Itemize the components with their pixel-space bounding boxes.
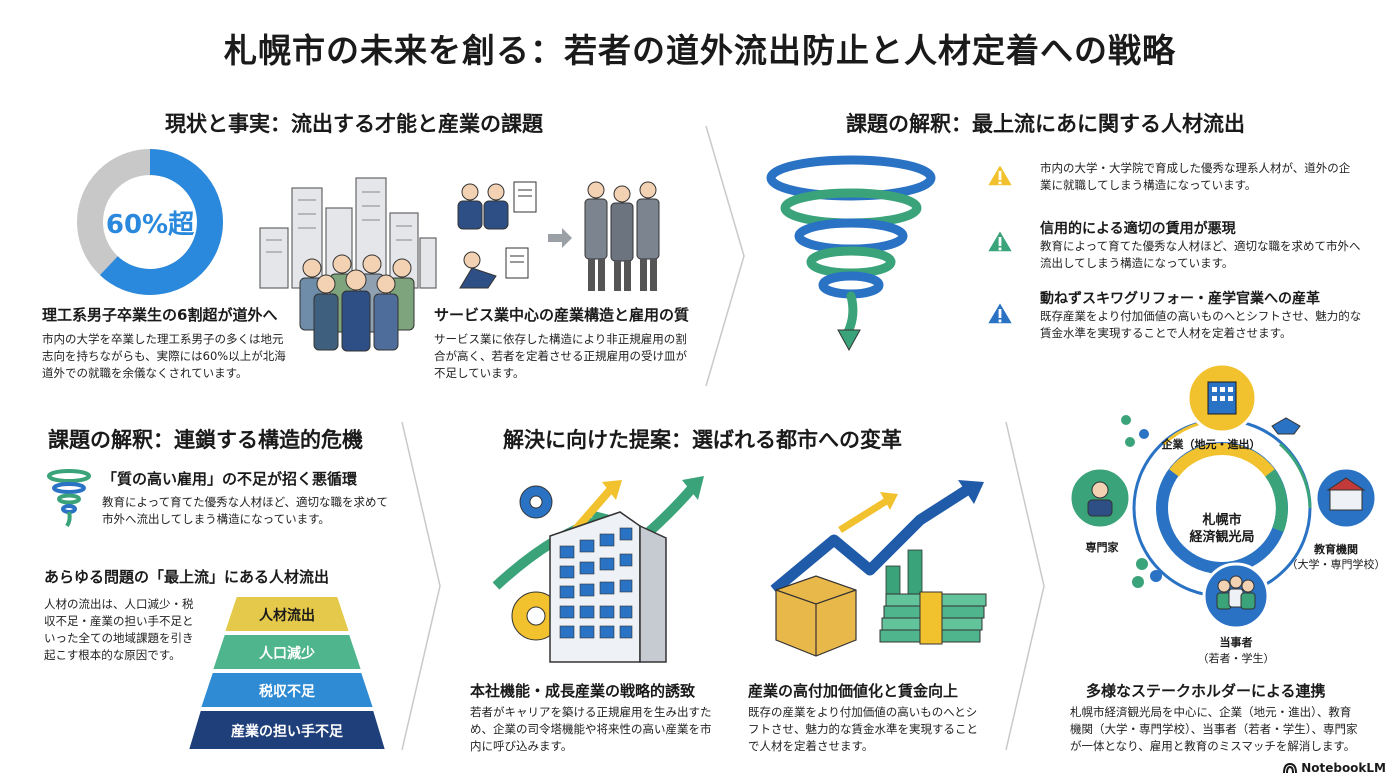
value-heading: 産業の高付加価値化と賃金向上 <box>748 682 959 700</box>
stat-heading: 理工系男子卒業生の6割超が道外へ <box>42 306 278 324</box>
expert-node <box>1068 466 1132 530</box>
pyramid-level-3 <box>198 671 376 709</box>
notebooklm-icon <box>1283 762 1298 774</box>
stakeholder-body: 札幌市経済観光局を中心に、企業（地元・進出）、教育機関（大学・専門学校）、当事者… <box>1070 705 1358 753</box>
arrow-right-icon <box>548 228 572 248</box>
cycle-body: 教育によって育てた優秀な人材ほど、適切な職を求めて市外へ流出してしまう構造になっ… <box>102 495 389 526</box>
warning-icon <box>986 300 1014 325</box>
upstream-heading: あらゆる問題の「最上流」にある人材流出 <box>44 568 330 586</box>
tornado-illustration <box>766 155 936 352</box>
handshake-icon <box>1271 417 1301 435</box>
warning-icon <box>986 228 1014 253</box>
stakeholder-label-2: （若者・学生） <box>1197 652 1275 665</box>
donut-value: 60%超 <box>105 210 195 240</box>
hq-heading: 本社機能・成長産業の戦略的誘致 <box>470 682 696 700</box>
hq-growth-illustration <box>492 476 704 663</box>
section4-heading: 解決に向けた提案：選ばれる都市への変革 <box>503 428 902 452</box>
hq-body: 若者がキャリアを築ける正規雇用を生み出すため、企業の司令塔機能や将来性の高い産業… <box>470 705 712 753</box>
company-node <box>1186 362 1258 434</box>
pyramid-label-4: 産業の担い手不足 <box>231 723 344 740</box>
warning-title-3: 動ねずスキワグリフォー・産学官業への産革 <box>1040 291 1320 307</box>
upstream-body: 人材の流出は、人口減少・税収不足・産業の担い手不足といった全ての地域課題を引き起… <box>44 597 194 662</box>
pyramid-label-2: 人口減少 <box>259 645 315 662</box>
value-wage-illustration <box>770 480 987 657</box>
donut-arc <box>77 149 223 295</box>
industry-body: サービス業に依存した構造により非正規雇用の割合が高く、若者を定着させる正規雇用の… <box>434 332 687 380</box>
cycle-heading: 「質の高い雇用」の不足が招く悪循環 <box>102 470 358 488</box>
value-body: 既存の産業をより付加価値の高いものへとシフトさせ、魅力的な賃金水準を実現すること… <box>748 705 978 753</box>
stakeholder-network <box>1068 362 1378 630</box>
section3-heading: 課題の解釈：連鎖する構造的危機 <box>48 428 363 452</box>
industry-heading: サービス業中心の産業構造と雇用の質 <box>434 306 690 324</box>
pyramid-label-1: 人材流出 <box>259 607 315 624</box>
pyramid-level-4 <box>186 709 388 751</box>
stakeholder-node <box>1202 562 1270 630</box>
service-to-regular-illustration <box>457 181 660 291</box>
gear-icon <box>519 485 553 519</box>
problem-pyramid: 人材流出 人口減少 税収不足 産業の担い手不足 <box>186 595 388 751</box>
warning-title-2: 信用的による適切の賃用が悪現 <box>1040 221 1236 237</box>
donut-chart <box>77 149 223 295</box>
small-tornado-icon <box>47 469 91 528</box>
city-workers-illustration <box>259 177 437 352</box>
center-label-2: 経済観光局 <box>1189 530 1255 545</box>
brand-logo: NotebookLM <box>1283 761 1386 775</box>
stat-body: 市内の大学を卒業した理工系男子の多くは地元志向を持ちながらも、実際には60%以上… <box>42 332 286 380</box>
education-node <box>1314 466 1378 530</box>
warning-icon <box>986 162 1014 187</box>
center-label-1: 札幌市 <box>1202 513 1242 528</box>
warning-body-2: 教育によって育てた優秀な人材ほど、適切な職を求めて市外へ流出してしまう構造になっ… <box>1040 239 1361 270</box>
section2-heading: 課題の解釈：最上流にあに関する人材流出 <box>846 112 1245 136</box>
stakeholder-label-1: 当事者 <box>1219 636 1253 649</box>
gear-icon <box>511 591 561 641</box>
network-people-icon <box>1121 415 1149 447</box>
pyramid-level-1 <box>222 595 352 633</box>
company-label: 企業（地元・進出） <box>1161 438 1261 451</box>
stakeholder-heading: 多様なステークホルダーによる連携 <box>1086 682 1326 700</box>
people-icon <box>1132 558 1162 588</box>
pyramid-label-3: 税収不足 <box>259 683 316 700</box>
education-label-1: 教育機関 <box>1314 543 1358 556</box>
brand-name: NotebookLM <box>1301 761 1386 775</box>
section1-heading: 現状と事実：流出する才能と産業の課題 <box>165 112 543 136</box>
warning-body-3: 既存産業をより付加価値の高いものへとシフトさせ、魅力的な賃金水準を実現することで… <box>1040 309 1362 340</box>
page-title: 札幌市の未来を創る：若者の道外流出防止と人材定着への戦略 <box>224 31 1176 70</box>
pyramid-level-2 <box>210 633 364 671</box>
expert-label: 専門家 <box>1085 541 1119 554</box>
warning-body-1: 市内の大学・大学院で育成した優秀な理系人材が、道外の企業に就職してしまう構造にな… <box>1040 161 1351 192</box>
education-label-2: （大学・専門学校） <box>1286 558 1386 571</box>
